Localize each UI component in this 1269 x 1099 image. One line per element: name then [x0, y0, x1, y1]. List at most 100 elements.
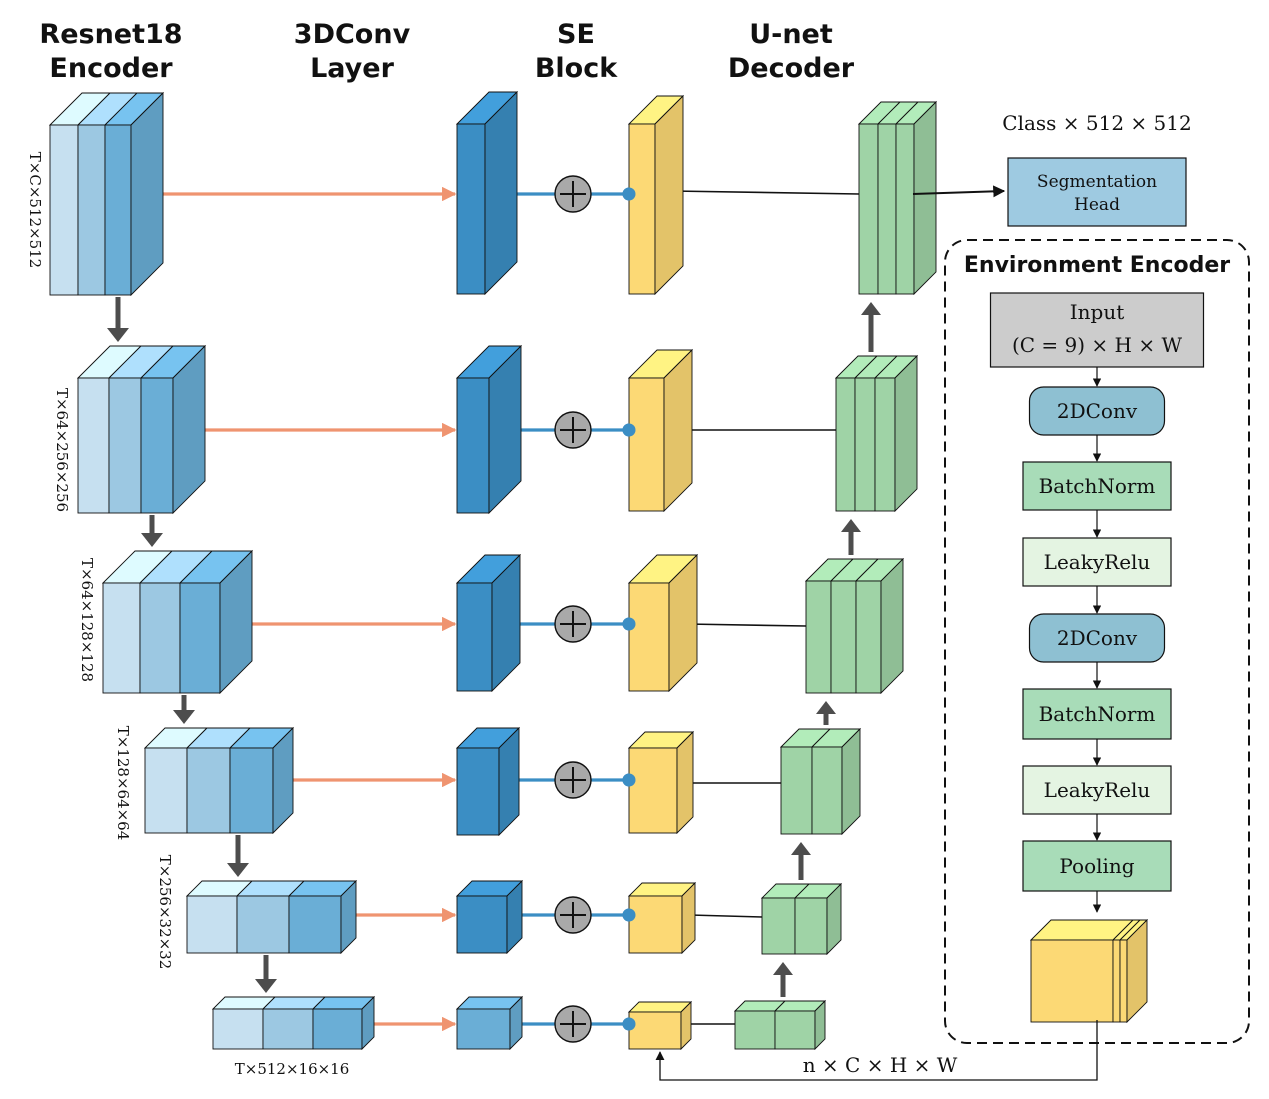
env-layer-2-label: BatchNorm	[1039, 474, 1156, 498]
decoder-block-3-side	[880, 557, 904, 695]
env-layer-1-label: 2DConv	[1057, 399, 1138, 423]
se-to-decoder-1	[671, 190, 860, 195]
upsample-arrow-4	[791, 842, 811, 880]
plus-icon-3	[554, 605, 592, 643]
plus-icon-1	[554, 175, 592, 213]
encoder-dim-label-3: T×64×128×128	[78, 558, 96, 682]
decoder-block-5-side	[826, 882, 842, 956]
conv3d-block-2-front-0	[456, 377, 490, 514]
plus-icon-4	[554, 761, 592, 799]
env-output-cube-front-2	[1119, 939, 1128, 1023]
decoder-block-6-front-0	[734, 1010, 776, 1050]
decoder-block-6	[733, 999, 827, 1051]
conv3d-block-3-side	[491, 553, 521, 693]
encoder-dim-label-1: T×C×512×512	[26, 152, 44, 268]
upsample-arrow-head	[773, 962, 793, 975]
plus-icon-2	[554, 411, 592, 449]
encoder-block-5-front-0	[186, 895, 238, 954]
header-resnet-line2: Encoder	[49, 53, 173, 84]
downsample-arrow-1	[107, 297, 129, 342]
decoder-block-1	[857, 100, 938, 296]
encoder-block-2	[76, 344, 207, 515]
decoder-block-3-front-1	[830, 580, 857, 694]
decoder-block-1-front-2	[895, 123, 915, 295]
decoder-block-2-front-0	[835, 377, 856, 512]
conv3d-block-5	[455, 879, 524, 955]
se-input-dot-3	[622, 617, 636, 631]
se-block-3-front-0	[628, 582, 670, 692]
decoder-block-5	[760, 882, 843, 956]
se-block-6-top-0	[627, 1001, 693, 1013]
encoder-block-3	[101, 549, 254, 695]
plus-icon-6	[554, 1005, 592, 1043]
se-block-2-front-0	[628, 377, 665, 512]
se-input-dot-6	[622, 1017, 636, 1031]
env-layer-3	[1022, 537, 1172, 587]
se-to-decoder-3	[685, 623, 807, 627]
encoder-dim-label-5: T×256×32×32	[156, 855, 174, 970]
encoder-block-1-front-0	[49, 124, 79, 296]
se-block-5-side	[681, 881, 696, 955]
decoder-to-head-arrow	[912, 185, 1006, 198]
decoder-block-1-side	[913, 100, 937, 296]
conv3d-block-2	[455, 344, 523, 515]
conv3d-block-1-side	[484, 90, 518, 296]
encoder-block-3-front-2	[179, 582, 221, 694]
se-block-5-front-0	[628, 895, 683, 954]
se-block-4-front-0	[628, 747, 678, 834]
header-unet-line1: U-net	[749, 19, 833, 50]
env-layer-3-label: LeakyRelu	[1044, 550, 1151, 574]
encoder-block-2-front-1	[108, 377, 142, 514]
decoder-block-4	[779, 727, 862, 836]
decoder-block-4-front-1	[811, 746, 843, 835]
conv3d-block-1	[455, 90, 519, 296]
env-output-cube-front-1	[1112, 939, 1121, 1023]
encoder-block-4-front-2	[229, 747, 274, 834]
encoder-block-1	[48, 91, 165, 297]
header-3dconv-line1: 3DConv	[294, 19, 411, 50]
decoder-block-4-front-0	[780, 746, 813, 835]
downsample-arrow-5	[255, 955, 277, 993]
env-layer-2	[1022, 461, 1172, 511]
upsample-arrow-head	[791, 842, 811, 855]
se-block-4-side	[676, 730, 694, 835]
conv3d-block-2-side	[488, 344, 522, 515]
layer-blocks	[48, 90, 938, 1051]
encoder-block-1-front-1	[77, 124, 106, 296]
decoder-block-6-front-1	[774, 1010, 816, 1050]
env-input-box	[989, 292, 1205, 368]
segmentation-head-line2: Head	[1074, 195, 1120, 215]
conv3d-block-6-side	[509, 995, 523, 1051]
decoder-block-5-front-1	[794, 897, 828, 955]
encoder-block-1-side	[130, 91, 164, 297]
encoder-block-3-front-1	[139, 582, 181, 694]
encoder-dim-label-2: T×64×256×256	[53, 388, 71, 512]
encoder-block-3-front-0	[102, 582, 141, 694]
env-layer-7	[1022, 840, 1172, 892]
decoder-block-3-front-2	[855, 580, 882, 694]
se-block-3-side	[668, 553, 698, 693]
header-3dconv-line2: Layer	[310, 53, 395, 84]
conv3d-block-4	[455, 726, 521, 837]
se-block-6-side	[680, 1000, 692, 1051]
se-input-dot-2	[622, 423, 636, 437]
conv3d-block-5-side	[506, 879, 523, 955]
env-output-cube	[1029, 918, 1149, 1024]
decoder-block-2-front-2	[874, 377, 896, 512]
decoder-block-2-side	[894, 354, 918, 513]
se-input-dot-5	[622, 908, 636, 922]
encoder-block-1-front-2	[104, 124, 132, 296]
conv3d-block-1-front-0	[456, 123, 486, 295]
encoder-block-4-front-1	[186, 747, 231, 834]
env-output-cube-side	[1126, 918, 1148, 1024]
feedback-arrow	[655, 1020, 1098, 1081]
env-layer-6-label: LeakyRelu	[1044, 778, 1151, 802]
se-block-6-front-0	[628, 1011, 682, 1050]
encoder-block-4-front-0	[144, 747, 188, 834]
se-block-4	[627, 730, 695, 835]
decoder-block-2-front-1	[854, 377, 876, 512]
decoder-block-2	[834, 354, 919, 513]
encoder-block-5-side	[340, 879, 357, 955]
env-layer-7-label: Pooling	[1059, 854, 1134, 878]
